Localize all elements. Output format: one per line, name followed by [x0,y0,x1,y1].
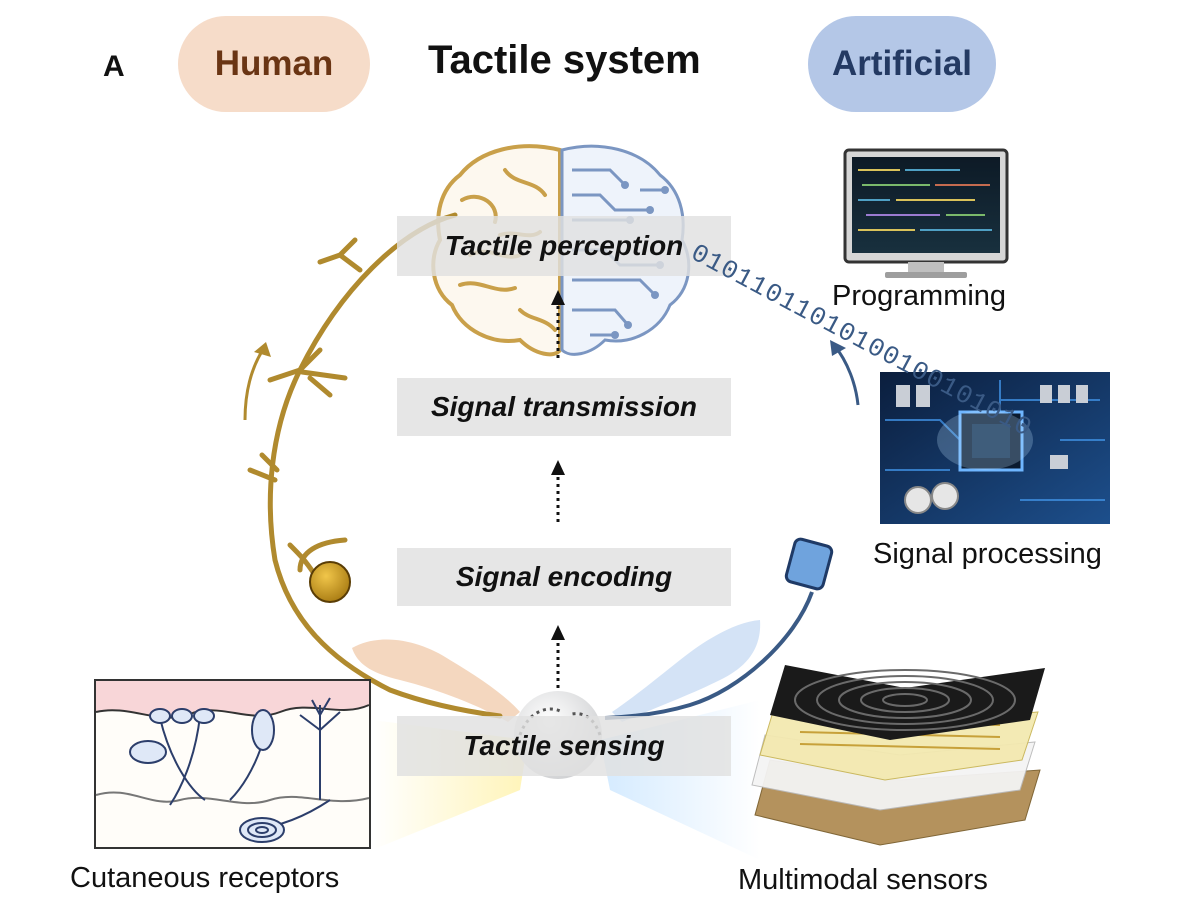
artificial-wire [604,591,814,720]
stage-signal-transmission: Signal transmission [397,378,731,436]
arrowhead-2 [551,460,565,475]
nerve-arrowhead [254,342,271,357]
human-nerve-fiber [247,212,503,719]
caption-multimodal-sensors: Multimodal sensors [738,864,988,896]
arrowhead-3 [551,625,565,640]
nerve-direction-arrow [243,344,268,421]
robot-finger [612,620,761,722]
caption-cutaneous-receptors: Cutaneous receptors [70,862,340,894]
arrowhead-1 [551,290,565,305]
stage-signal-encoding: Signal encoding [397,548,731,606]
circuit-board-image [880,372,1110,524]
stage-tactile-perception: Tactile perception [397,216,731,276]
caption-signal-processing: Signal processing [873,538,1102,570]
stage-tactile-sensing: Tactile sensing [397,716,731,776]
human-finger [352,639,520,722]
multimodal-sensor-stack [751,665,1045,846]
monitor-icon [843,148,1009,278]
panel-label: A [103,50,125,83]
artificial-pill: Artificial [808,16,996,112]
signal-encoder-chip [784,537,834,591]
human-pill: Human [178,16,370,112]
processing-arrowhead [830,340,846,356]
neuron-soma [309,561,351,603]
skin-cross-section [94,679,371,849]
diagram-title: Tactile system [428,38,701,82]
caption-programming: Programming [832,280,1007,312]
